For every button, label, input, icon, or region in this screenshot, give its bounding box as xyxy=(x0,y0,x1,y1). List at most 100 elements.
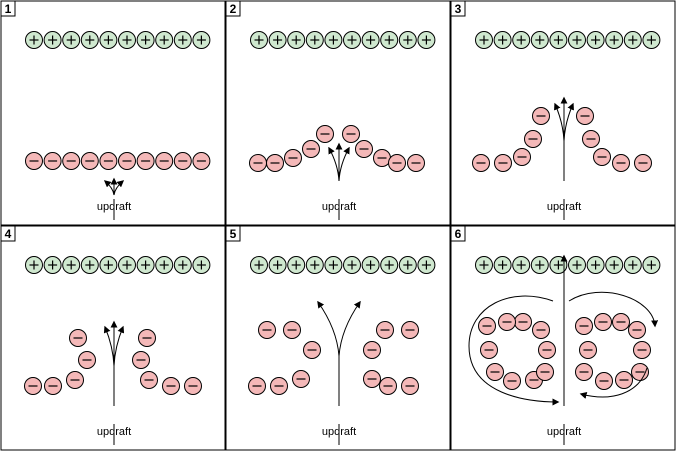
negative-charge xyxy=(582,130,600,148)
negative-charge xyxy=(628,321,646,339)
updraft-arrow xyxy=(563,102,574,142)
positive-charge xyxy=(343,256,361,274)
circulation-arrow-right-lower xyxy=(579,367,648,399)
positive-charge xyxy=(605,256,624,274)
negative-charge xyxy=(595,372,613,390)
negative-charge xyxy=(136,152,155,170)
positive-charge xyxy=(136,31,155,49)
positive-charge xyxy=(475,256,493,274)
negative-charge xyxy=(66,371,84,389)
positive-charge xyxy=(568,256,586,274)
positive-charge xyxy=(361,256,380,274)
negative-charge xyxy=(634,154,652,172)
negative-charge xyxy=(132,351,150,369)
positive-charge xyxy=(250,31,268,49)
panel-number-box xyxy=(225,0,241,17)
positive-charge xyxy=(493,256,512,274)
positive-charge xyxy=(80,31,99,49)
panel-number-box xyxy=(0,0,16,17)
negative-charge xyxy=(118,152,136,170)
negative-charge xyxy=(379,377,397,395)
negative-charge xyxy=(363,370,381,388)
negative-charge xyxy=(503,372,521,390)
negative-charge xyxy=(138,329,156,347)
negative-charge xyxy=(69,329,87,347)
negative-charge xyxy=(478,317,496,335)
positive-charge xyxy=(25,256,43,274)
positive-charge xyxy=(549,31,568,49)
panel-number: 2 xyxy=(230,2,237,16)
positive-charge xyxy=(530,256,549,274)
positive-charge xyxy=(398,31,417,49)
positive-charge xyxy=(343,31,361,49)
negative-charge xyxy=(612,313,630,331)
panel-number-box xyxy=(450,225,466,242)
negative-charge xyxy=(594,313,612,331)
positive-charge xyxy=(568,31,586,49)
positive-charge xyxy=(380,256,399,274)
positive-charge xyxy=(43,31,62,49)
positive-charge xyxy=(268,31,287,49)
positive-charge xyxy=(99,31,118,49)
negative-charge xyxy=(376,321,394,339)
negative-charge xyxy=(162,377,180,395)
negative-charge xyxy=(538,341,556,359)
negative-charge xyxy=(140,371,158,389)
positive-charge xyxy=(586,31,605,49)
positive-charge xyxy=(642,31,661,49)
updraft-label: updraft xyxy=(547,201,581,213)
negative-charge xyxy=(249,154,267,172)
positive-charge xyxy=(268,256,287,274)
positive-charge xyxy=(493,31,512,49)
positive-charge xyxy=(586,256,605,274)
negative-charge xyxy=(266,154,284,172)
negative-charge xyxy=(576,107,594,125)
positive-charge xyxy=(305,31,324,49)
positive-charge xyxy=(475,31,493,49)
positive-charge xyxy=(398,256,417,274)
panel-2: 2 updraft xyxy=(225,0,451,226)
negative-charge xyxy=(633,341,651,359)
positive-charge xyxy=(43,256,62,274)
negative-charge xyxy=(363,341,381,359)
positive-charge xyxy=(250,256,268,274)
negative-charge xyxy=(99,152,118,170)
circulation-arrow-right xyxy=(568,291,659,328)
positive-charge xyxy=(118,31,136,49)
positive-charge xyxy=(623,256,642,274)
updraft-arrow xyxy=(113,180,125,196)
negative-charge xyxy=(44,377,62,395)
updraft-arrow xyxy=(113,325,125,367)
positive-charge xyxy=(287,256,306,274)
negative-charge xyxy=(514,313,532,331)
positive-charge xyxy=(623,31,642,49)
updraft-label: updraft xyxy=(322,201,356,213)
panel-number-box xyxy=(225,225,241,242)
negative-charge xyxy=(373,149,391,167)
negative-charge xyxy=(593,148,611,166)
negative-charge xyxy=(513,148,531,166)
negative-charge xyxy=(524,130,542,148)
negative-charge xyxy=(302,140,320,158)
panel-number: 4 xyxy=(5,227,12,241)
negative-charge xyxy=(532,321,550,339)
negative-charge xyxy=(248,377,266,395)
negative-charge xyxy=(284,149,302,167)
panel-number: 3 xyxy=(455,2,462,16)
positive-charge xyxy=(287,31,306,49)
positive-charge xyxy=(512,31,531,49)
negative-charge xyxy=(342,125,360,143)
negative-charge xyxy=(631,363,649,381)
panel-number: 5 xyxy=(230,227,237,241)
positive-charge xyxy=(530,31,549,49)
positive-charge xyxy=(605,31,624,49)
negative-charge xyxy=(43,152,62,170)
negative-charge xyxy=(472,154,490,172)
negative-charge xyxy=(579,341,597,359)
negative-charge xyxy=(575,317,593,335)
negative-charge xyxy=(192,152,211,170)
